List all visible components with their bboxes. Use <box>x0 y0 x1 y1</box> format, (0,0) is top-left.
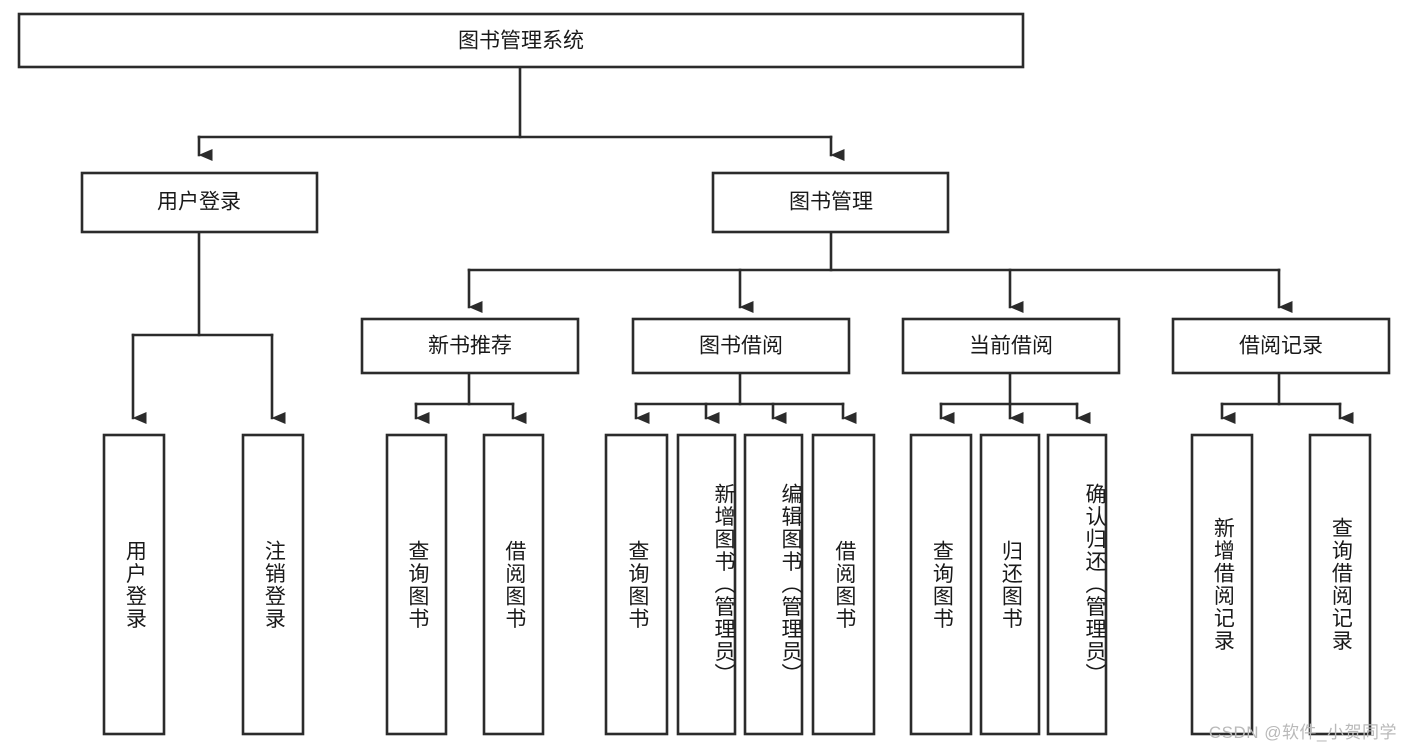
node-leaf-add-book-admin[interactable] <box>676 433 737 736</box>
node-leaf-user-login[interactable] <box>102 433 166 736</box>
node-book-borrow-label: 图书借阅 <box>699 335 783 358</box>
connector-newbook-to-leaves <box>414 371 527 424</box>
connector-borrowrecord-to-leaves <box>1220 371 1354 424</box>
node-leaf-query-borrow-record[interactable] <box>1308 433 1372 736</box>
node-leaf-borrow-book[interactable] <box>811 433 876 736</box>
node-book-borrow[interactable]: 图书借阅 <box>631 317 851 375</box>
node-leaf-confirm-return-admin[interactable] <box>1046 433 1108 736</box>
node-user-login-label: 用户登录 <box>157 191 241 214</box>
connector-bookmgmt-to-level3 <box>467 231 1293 313</box>
node-leaf-return-book[interactable] <box>979 433 1041 736</box>
node-leaf-borrow-book-newbook[interactable] <box>482 433 545 736</box>
node-borrow-record-label: 借阅记录 <box>1239 335 1323 358</box>
connector-userlogin-to-leaves <box>131 231 286 424</box>
connector-root-to-level2 <box>197 65 845 161</box>
node-leaf-logout[interactable] <box>241 433 305 736</box>
node-borrow-record[interactable]: 借阅记录 <box>1171 317 1391 375</box>
node-new-book-recommend[interactable]: 新书推荐 <box>360 317 580 375</box>
connector-currentborrow-to-leaves <box>939 371 1091 424</box>
node-leaf-query-book-newbook[interactable] <box>385 433 448 736</box>
node-leaf-query-book-borrow[interactable] <box>604 433 669 736</box>
node-book-management-label: 图书管理 <box>789 191 873 214</box>
node-root-label: 图书管理系统 <box>458 30 584 53</box>
connector-bookborrow-to-leaves <box>634 371 857 424</box>
node-leaf-add-borrow-record[interactable] <box>1190 433 1254 736</box>
node-new-book-recommend-label: 新书推荐 <box>428 335 512 358</box>
node-root-system[interactable]: 图书管理系统 <box>17 12 1025 69</box>
node-user-login[interactable]: 用户登录 <box>80 171 319 234</box>
node-current-borrow[interactable]: 当前借阅 <box>901 317 1121 375</box>
csdn-watermark: CSDN @软件_小贺同学 <box>1208 723 1397 742</box>
node-current-borrow-label: 当前借阅 <box>969 335 1053 358</box>
node-leaf-edit-book-admin[interactable] <box>743 433 804 736</box>
node-leaf-query-book-current[interactable] <box>909 433 973 736</box>
node-book-management[interactable]: 图书管理 <box>711 171 950 234</box>
